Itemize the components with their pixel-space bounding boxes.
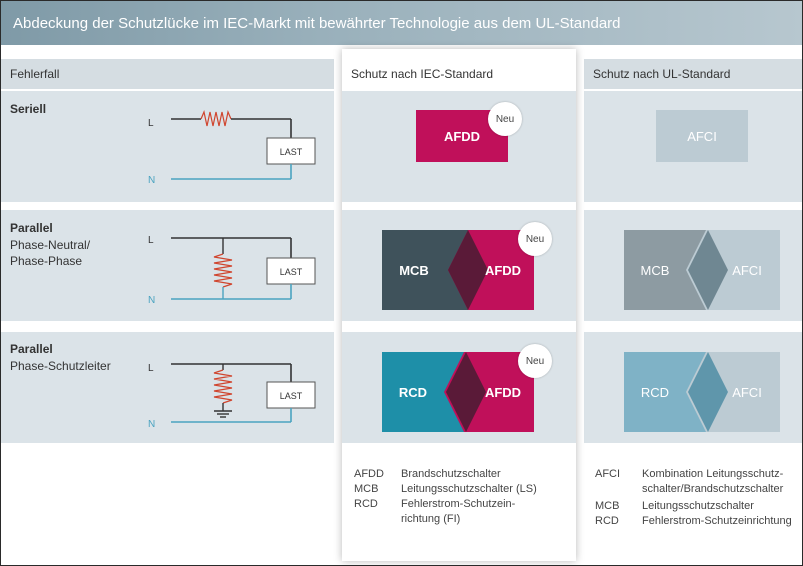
legend-text: Leitungsschutzschalter (LS) xyxy=(401,483,537,495)
afci-label: AFCI xyxy=(732,384,762,400)
l-label: L xyxy=(148,118,154,129)
resistor-icon xyxy=(213,369,233,404)
iec-column-card: Schutz nach IEC-Standard AFDD Neu MCB AF… xyxy=(342,49,576,561)
circuit-seriell: L LAST N xyxy=(148,110,316,186)
legend-text: Fehlerstrom-Schutzein- richtung (FI) xyxy=(401,498,516,525)
figure-title: Abdeckung der Schutzlücke im IEC-Markt m… xyxy=(13,15,621,32)
row-label-1: Seriell xyxy=(10,101,46,117)
afci-label: AFCI xyxy=(732,262,762,278)
row-title: Parallel xyxy=(10,342,53,356)
column-header-ul-label: Schutz nach UL-Standard xyxy=(593,67,731,81)
mcb-label-block: MCB xyxy=(382,250,446,290)
new-badge-label: Neu xyxy=(495,113,515,125)
row-title: Seriell xyxy=(10,102,47,116)
row-title: Parallel xyxy=(10,221,53,235)
ul-combo-mcb-afci xyxy=(624,230,780,310)
new-badge: Neu xyxy=(518,222,552,256)
iec-combo-rcd-afdd xyxy=(382,352,534,432)
title-bar: Abdeckung der Schutzlücke im IEC-Markt m… xyxy=(1,1,802,45)
new-badge-label: Neu xyxy=(525,233,545,245)
overlap-shape xyxy=(448,230,488,310)
row-subtitle: Phase-Neutral/ Phase-Phase xyxy=(10,238,91,268)
ul-mcb-label-block: MCB xyxy=(624,250,686,290)
legend-text: Kombination Leitungsschutz- schalter/Bra… xyxy=(642,468,784,495)
ul-afci-label-block: AFCI xyxy=(714,250,780,290)
row-label-3: Parallel Phase-Schutzleiter xyxy=(10,341,111,374)
resistor-icon xyxy=(200,110,232,127)
l-label: L xyxy=(148,363,154,374)
mcb-label: MCB xyxy=(640,262,670,278)
n-label: N xyxy=(148,419,155,430)
column-header-fault: Fehlerfall xyxy=(1,59,334,89)
ul-afci-label-block: AFCI xyxy=(714,372,780,412)
afdd-label: AFDD xyxy=(484,384,522,400)
load-box xyxy=(266,257,316,285)
legend-abbr: MCB xyxy=(595,500,620,512)
afci-label: AFCI xyxy=(687,128,717,144)
circuit-parallel-pe: L LAST N xyxy=(148,363,316,430)
afdd-label: AFDD xyxy=(443,128,481,144)
rcd-label: RCD xyxy=(640,384,670,400)
iec-band-2: MCB AFDD Neu xyxy=(342,210,576,321)
mcb-label: MCB xyxy=(399,262,429,278)
legend-abbr: MCB xyxy=(354,483,379,495)
load-label: LAST xyxy=(280,391,303,401)
new-badge: Neu xyxy=(488,102,522,136)
ul-legend: AFCI Kombination Leitungsschutz- schalte… xyxy=(595,467,802,547)
column-header-fault-label: Fehlerfall xyxy=(10,67,60,81)
legend-abbr: RCD xyxy=(354,498,378,510)
legend-text: Brandschutzschalter xyxy=(401,468,501,480)
n-label: N xyxy=(148,175,155,186)
iec-band-3: RCD AFDD Neu xyxy=(342,332,576,443)
afdd-label-block: AFDD xyxy=(472,372,534,412)
column-header-ul: Schutz nach UL-Standard xyxy=(584,59,802,89)
iec-band-1: AFDD Neu xyxy=(342,91,576,202)
iec-combo-mcb-afdd xyxy=(382,230,534,310)
afci-block: AFCI xyxy=(656,110,748,162)
afdd-label: AFDD xyxy=(484,262,522,278)
legend-text: Leitungsschutzschalter xyxy=(642,500,754,512)
legend-abbr: AFDD xyxy=(354,468,384,480)
rcd-label-block: RCD xyxy=(382,372,444,412)
new-badge-label: Neu xyxy=(525,355,545,367)
load-label: LAST xyxy=(280,267,303,277)
legend-text: Fehlerstrom-Schutzeinrichtung xyxy=(642,515,792,527)
overlap-shape xyxy=(446,352,486,432)
row-label-2: Parallel Phase-Neutral/ Phase-Phase xyxy=(10,220,90,269)
circuit-diagrams: L LAST N L LAST N L xyxy=(148,110,316,430)
circuit-parallel-pn: L LAST N xyxy=(148,235,316,306)
load-label: LAST xyxy=(280,147,303,157)
legend-abbr: RCD xyxy=(595,515,619,527)
overlap-shape xyxy=(688,230,728,310)
n-label: N xyxy=(148,295,155,306)
row-subtitle: Phase-Schutzleiter xyxy=(10,359,111,373)
column-header-iec: Schutz nach IEC-Standard xyxy=(342,59,576,89)
l-label: L xyxy=(148,235,154,246)
resistor-icon xyxy=(213,253,233,288)
afdd-label-block: AFDD xyxy=(472,250,534,290)
iec-legend: AFDD Brandschutzschalter MCB Leitungssch… xyxy=(354,467,574,537)
ul-rcd-label-block: RCD xyxy=(624,372,686,412)
new-badge: Neu xyxy=(518,344,552,378)
column-header-iec-label: Schutz nach IEC-Standard xyxy=(351,67,494,81)
overlap-shape xyxy=(688,352,728,432)
ul-combo-rcd-afci xyxy=(624,352,780,432)
legend-abbr: AFCI xyxy=(595,468,621,480)
rcd-label: RCD xyxy=(398,384,428,400)
